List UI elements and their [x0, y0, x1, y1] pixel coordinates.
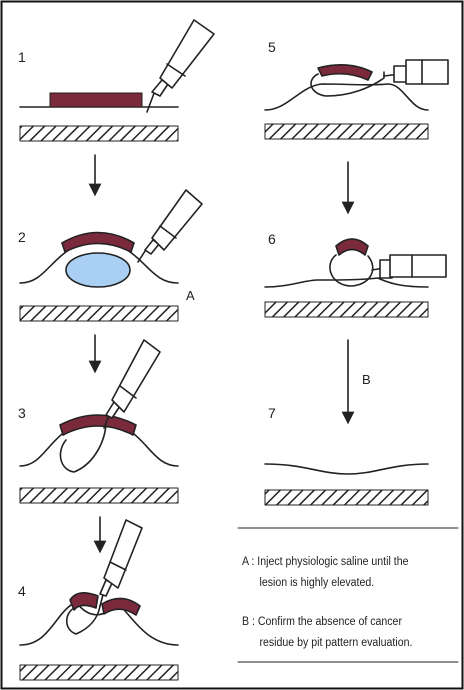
snare-sheath — [99, 519, 143, 607]
step-6-panel — [264, 238, 447, 318]
snare-loop — [310, 71, 385, 97]
marker-a: A — [186, 288, 195, 303]
muscle-layer — [19, 125, 179, 142]
step-1-panel — [19, 19, 215, 142]
lesion — [59, 414, 137, 436]
muscle-layer — [264, 301, 429, 318]
step-number-3: 3 — [18, 405, 26, 421]
mucosa-line — [264, 277, 429, 288]
caption-a: A : Inject physiologic saline until the … — [242, 552, 408, 594]
caption-b: B : Confirm the absence of cancer residu… — [242, 612, 412, 654]
snare-sheath — [379, 254, 447, 279]
snared-tissue — [329, 254, 374, 287]
muscle-layer — [19, 305, 179, 322]
step-number-1: 1 — [18, 49, 26, 65]
snare-sheath — [103, 339, 161, 429]
snare-sheath — [383, 59, 449, 85]
needle-syringe — [137, 189, 203, 263]
needle-syringe — [146, 19, 215, 113]
caption-b-line2: residue by pit pattern evaluation. — [259, 637, 413, 649]
mucosa-line — [264, 463, 429, 475]
step-5-panel — [264, 59, 449, 140]
lesion — [317, 64, 373, 81]
saline-cushion — [65, 252, 131, 288]
caption-b-key: B : — [242, 616, 255, 628]
lesion-left — [69, 592, 99, 611]
step-number-2: 2 — [18, 229, 26, 245]
step-4-panel — [19, 519, 179, 681]
step-3-panel — [19, 339, 179, 504]
lesion-right — [101, 597, 141, 616]
muscle-layer — [264, 489, 429, 506]
caption-a-line1: Inject physiologic saline until the — [257, 556, 409, 568]
mucosa-line — [19, 601, 179, 646]
snare-loop — [59, 424, 107, 473]
marker-b: B — [362, 372, 371, 387]
muscle-layer — [19, 664, 179, 681]
step-number-7: 7 — [268, 405, 276, 421]
snare-loop — [65, 605, 101, 635]
caption-a-key: A : — [242, 556, 255, 568]
lesion — [335, 238, 369, 256]
muscle-layer — [19, 487, 179, 504]
step-number-6: 6 — [268, 231, 276, 247]
caption-a-line2: lesion is highly elevated. — [259, 577, 375, 589]
lesion — [49, 92, 143, 108]
step-2-panel — [19, 189, 203, 322]
step-number-5: 5 — [268, 39, 276, 55]
step-7-panel — [264, 463, 429, 506]
caption-b-line1: Confirm the absence of cancer — [257, 616, 402, 628]
muscle-layer — [264, 123, 429, 140]
lesion — [61, 231, 135, 253]
mucosa-line — [264, 83, 429, 111]
step-number-4: 4 — [18, 583, 26, 599]
